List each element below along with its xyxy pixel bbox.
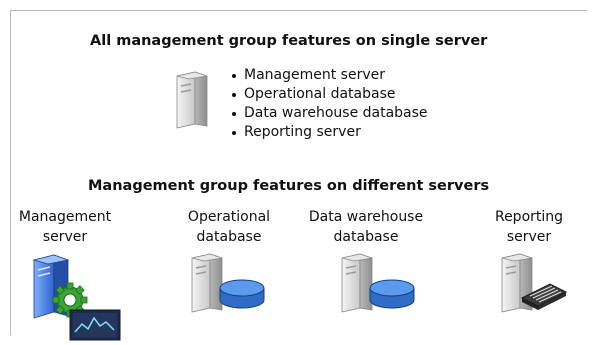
diagram-frame: [10, 10, 587, 335]
database-server-icon: [341, 253, 415, 313]
feature-item: Operational database: [232, 85, 428, 104]
single-server-title: All management group features on single …: [90, 33, 488, 49]
reporting-server-label: Reporting server: [494, 209, 564, 245]
management-server-label: Management server: [18, 209, 112, 245]
single-server-feature-list: Management server Operational database D…: [232, 66, 428, 142]
operational-database-label: Operational database: [187, 209, 271, 245]
different-servers-title: Management group features on different s…: [88, 178, 490, 194]
single-server-icon: [176, 71, 208, 129]
database-server-icon: [191, 253, 265, 313]
feature-item: Management server: [232, 66, 428, 85]
management-server-icon: [32, 254, 121, 341]
data-warehouse-database-label: Data warehouse database: [308, 209, 424, 245]
reporting-server-icon: [501, 253, 568, 313]
feature-item: Data warehouse database: [232, 104, 428, 123]
feature-item: Reporting server: [232, 123, 428, 142]
